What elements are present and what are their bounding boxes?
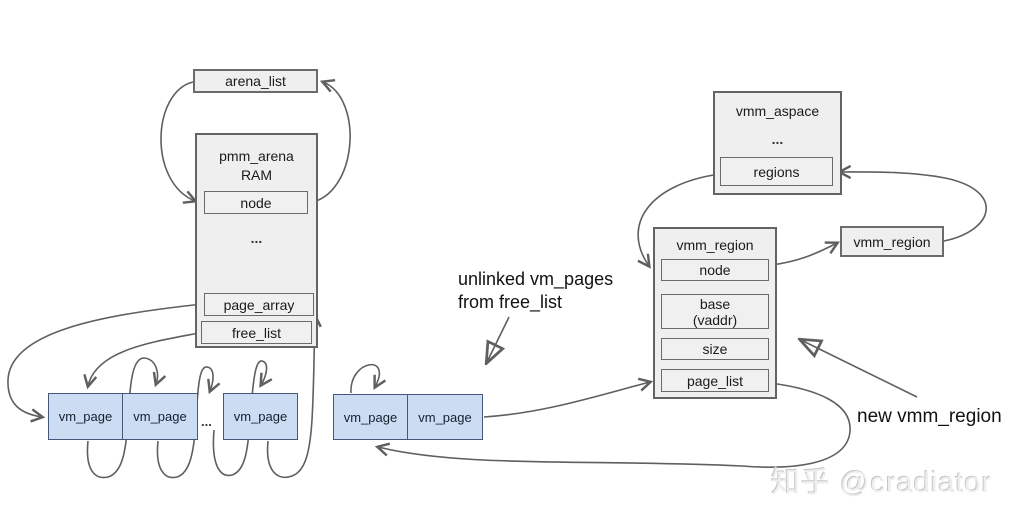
pmm-arena-ellipsis: ...	[250, 230, 263, 246]
region-node-field: node	[661, 259, 769, 281]
vmm-aspace-title: vmm_aspace	[735, 103, 820, 119]
arena-list-label: arena_list	[225, 73, 286, 89]
arena-list-box: arena_list	[193, 69, 318, 93]
vm-page-label: vm_page	[418, 409, 472, 425]
page-list-label: page_list	[686, 372, 744, 389]
base-label-line2: (vaddr)	[692, 311, 738, 328]
arrow-pages-to-page-list	[483, 382, 650, 418]
arrow-node-to-vmm-region	[770, 243, 837, 266]
region-size-field: size	[661, 338, 769, 360]
vm-page-box-3: vm_page	[223, 393, 298, 440]
watermark: 知乎 @cradiator	[771, 467, 993, 499]
region-page-list-field: page_list	[661, 369, 769, 392]
vm-page-row-ellipsis: ...	[201, 414, 212, 429]
node-label: node	[240, 194, 272, 211]
vm-page-label: vm_page	[343, 409, 398, 425]
unlinked-vm-page-box-1: vm_page	[333, 394, 408, 440]
unlinked-vm-page-box-2: vm_page	[407, 394, 483, 440]
page-array-field: page_array	[204, 293, 314, 316]
unlinked-caption-line2: from free_list	[458, 292, 563, 312]
vm-page-label: vm_page	[233, 409, 288, 424]
pmm-arena-title: pmm_arena	[219, 148, 294, 164]
free-list-field: free_list	[201, 321, 312, 344]
vmm-region-right-label: vmm_region	[853, 233, 931, 250]
arrow-new-region-annotation	[801, 340, 918, 398]
base-label-line1: base	[699, 295, 731, 312]
unlinked-pages-caption: unlinked vm_pages from free_list	[458, 268, 613, 314]
arrow-arena-list-to-node	[160, 81, 195, 201]
vmm-aspace-ellipsis: ...	[771, 131, 784, 147]
vm-page-box-1: vm_page	[48, 393, 123, 440]
new-region-label: new vmm_region	[857, 406, 1002, 427]
vm-page-box-2: vm_page	[122, 393, 198, 440]
size-label: size	[702, 341, 728, 357]
page-array-label: page_array	[223, 296, 295, 313]
arrow-free-list-to-vm-page	[88, 332, 200, 386]
vmm-region-right-box: vmm_region	[840, 226, 944, 257]
free-list-label: free_list	[231, 324, 282, 341]
vm-page-label: vm_page	[133, 409, 187, 424]
arrow-unlinked-page-next	[350, 363, 379, 394]
vm-page-label: vm_page	[58, 409, 113, 424]
pmm-arena-subtitle: RAM	[240, 167, 273, 183]
node-label: node	[699, 262, 731, 278]
region-base-field: base (vaddr)	[661, 294, 769, 329]
vmm-region-title: vmm_region	[676, 237, 754, 253]
arrow-unlinked-annotation	[487, 316, 510, 362]
regions-label: regions	[753, 163, 800, 180]
regions-field: regions	[720, 157, 833, 186]
pmm-arena-node-field: node	[204, 191, 308, 214]
unlinked-caption-line1: unlinked vm_pages	[458, 269, 614, 289]
